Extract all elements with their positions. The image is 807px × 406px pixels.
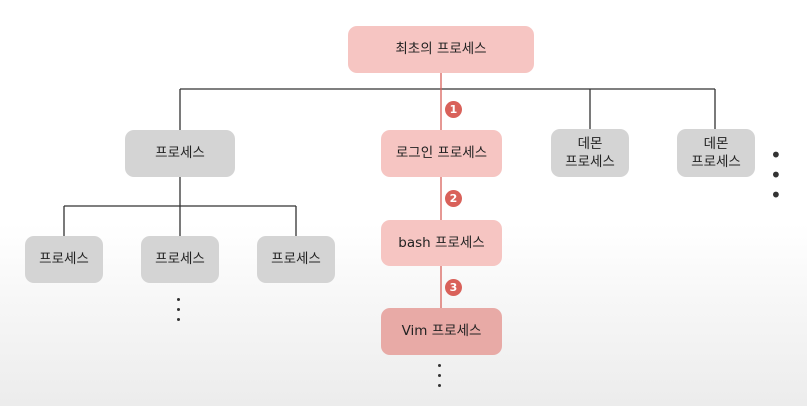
ellipsis-vertical-center <box>437 364 443 394</box>
vim-process-node: Vim 프로세스 <box>381 308 502 355</box>
ellipsis-horizontal: • • • <box>770 143 786 207</box>
daemon-process-node-1: 데몬 프로세스 <box>551 129 629 177</box>
daemon-process-node-2: 데몬 프로세스 <box>677 129 755 177</box>
step-badge-1: 1 <box>445 101 462 118</box>
child-process-node-3: 프로세스 <box>257 236 335 283</box>
bash-process-node: bash 프로세스 <box>381 220 502 266</box>
step-badge-3: 3 <box>445 279 462 296</box>
process-node-left: 프로세스 <box>125 130 235 177</box>
step-badge-2: 2 <box>445 190 462 207</box>
child-process-node-1: 프로세스 <box>25 236 103 283</box>
login-process-node: 로그인 프로세스 <box>381 130 502 177</box>
ellipsis-vertical-left <box>176 298 182 328</box>
root-process-node: 최초의 프로세스 <box>348 26 534 73</box>
child-process-node-2: 프로세스 <box>141 236 219 283</box>
